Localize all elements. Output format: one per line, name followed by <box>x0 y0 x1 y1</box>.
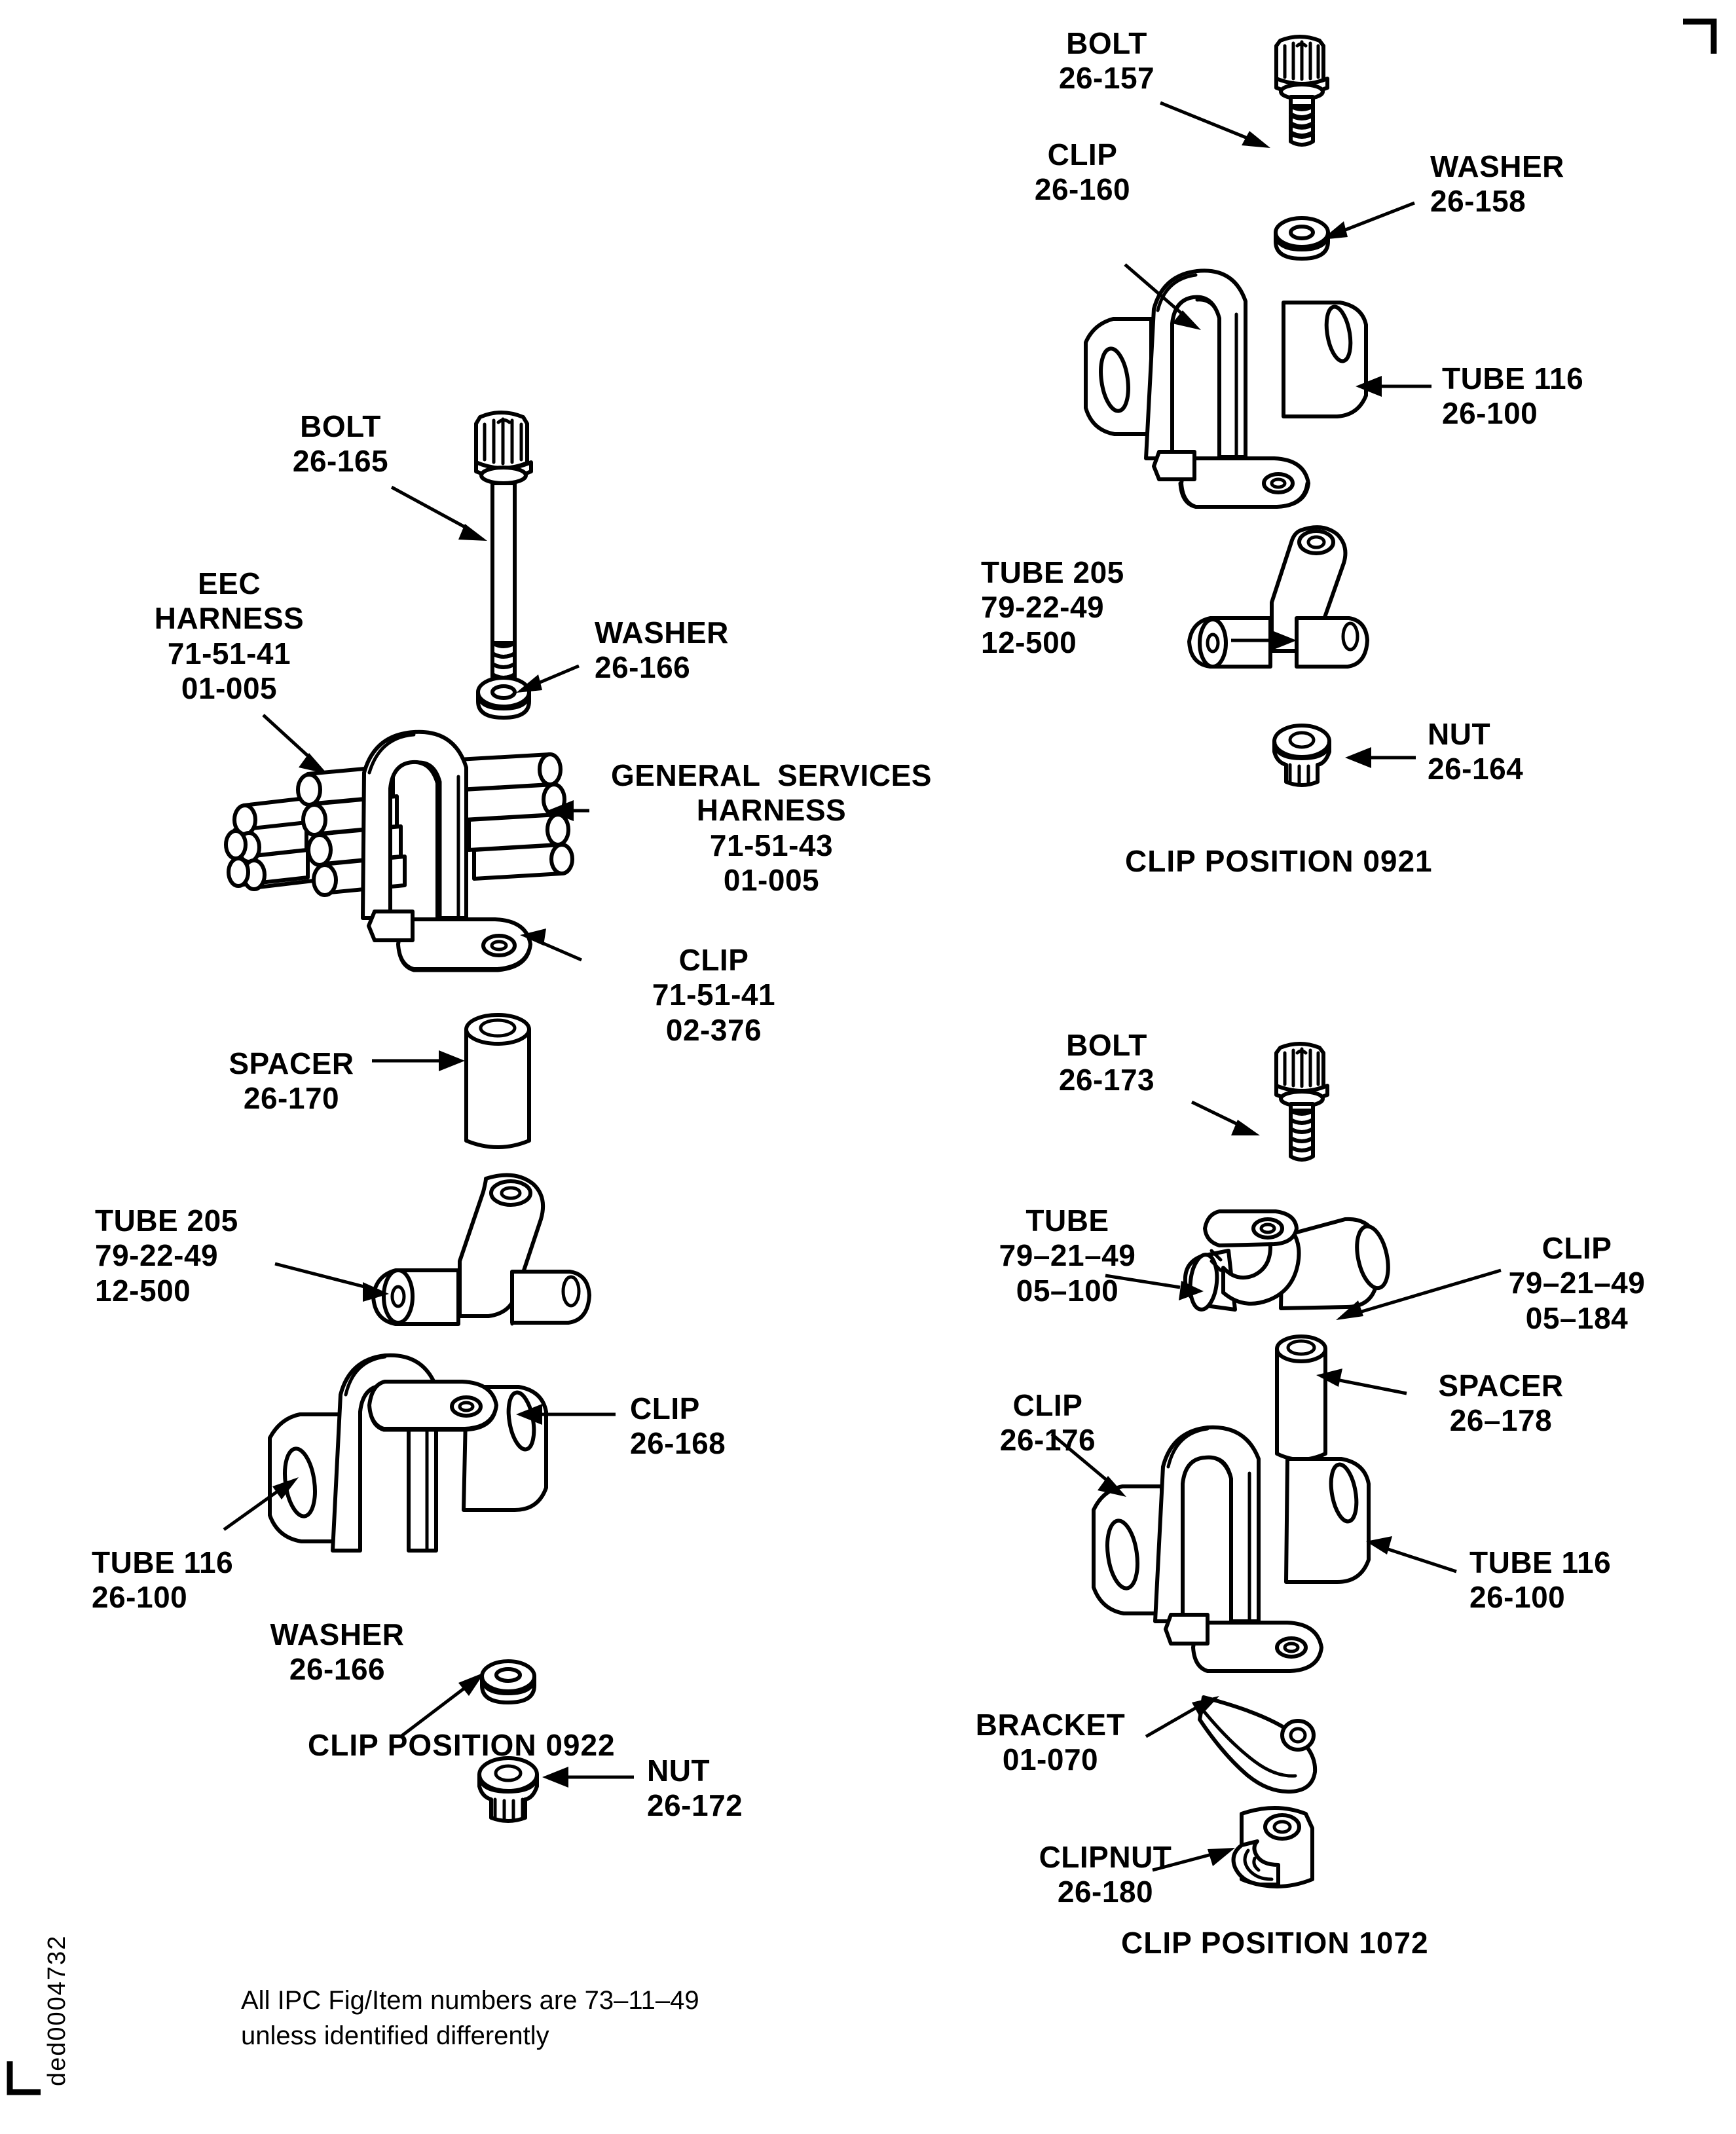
tube-205-79-22-49-12-500-graphic <box>1187 525 1369 669</box>
label-bolt-26-173: BOLT 26-173 <box>1058 1028 1155 1097</box>
label-tube-116-26-100-0921: TUBE 116 26-100 <box>1442 361 1584 431</box>
label-clip-26-160: CLIP 26-160 <box>1034 138 1131 207</box>
general-services-harness-wires <box>456 752 574 881</box>
footer-note-line-2: unless identified differently <box>241 2021 549 2050</box>
label-washer-26-158: WASHER 26-158 <box>1430 149 1564 219</box>
assembly-1072-graphic <box>1050 1042 1502 1888</box>
tube-205-0922-graphic <box>371 1173 591 1326</box>
drawing-id: ded0004732 <box>43 1934 71 2086</box>
washer-26-166-lower-icon <box>480 1659 536 1704</box>
leader-lines-1072 <box>1050 1100 1502 1872</box>
clip-26-176-tube-116-graphic <box>1092 1425 1371 1673</box>
washer-26-158-icon <box>1274 216 1330 261</box>
label-tube-79-21-49-05-100: TUBE 79–21–49 05–100 <box>999 1204 1136 1308</box>
label-nut-26-172: NUT 26-172 <box>647 1754 743 1823</box>
label-clip-79-21-49-05-184: CLIP 79–21–49 05–184 <box>1508 1231 1646 1335</box>
footer-note: All IPC Fig/Item numbers are 73–11–49 un… <box>241 1983 699 2053</box>
leader-lines-0921 <box>1124 101 1431 768</box>
washer-26-166-upper-icon <box>476 676 531 720</box>
footer-note-line-1: All IPC Fig/Item numbers are 73–11–49 <box>241 1986 699 2015</box>
harness-bundle-clip-graphic <box>224 729 574 972</box>
assembly-0922-graphic <box>223 411 634 1823</box>
label-clip-26-176: CLIP 26-176 <box>999 1388 1096 1458</box>
bracket-01-070-graphic <box>1198 1695 1318 1794</box>
label-washer-26-166-lower: WASHER 26-166 <box>270 1617 405 1687</box>
label-tube-205-0921: TUBE 205 79-22-49 12-500 <box>981 555 1124 659</box>
caption-clip-position-0921: CLIP POSITION 0921 <box>1125 844 1433 878</box>
label-tube-205-0922: TUBE 205 79-22-49 12-500 <box>95 1204 238 1308</box>
label-spacer-26-170: SPACER 26-170 <box>229 1046 354 1116</box>
crop-mark-bottom-left <box>7 2061 41 2095</box>
eec-harness-wires <box>224 794 332 891</box>
bolt-26-165-icon <box>474 411 533 699</box>
crop-mark-top-right <box>1683 18 1717 54</box>
nut-26-172-icon <box>477 1756 539 1823</box>
bolt-26-173-icon <box>1274 1042 1329 1162</box>
caption-clip-position-1072: CLIP POSITION 1072 <box>1121 1926 1429 1960</box>
clip-26-160-tube-116-graphic <box>1084 268 1368 509</box>
label-clip-71-51-41-02-376: CLIP 71-51-41 02-376 <box>652 943 776 1047</box>
label-tube-116-26-100-1072: TUBE 116 26-100 <box>1469 1545 1612 1615</box>
clip-26-168-tube-116-graphic <box>268 1353 548 1553</box>
spacer-26-178-icon <box>1275 1334 1327 1462</box>
nut-26-164-icon <box>1272 724 1331 787</box>
label-clipnut-26-180: CLIPNUT 26-180 <box>1039 1840 1172 1909</box>
label-eec-harness: EEC HARNESS 71-51-41 01-005 <box>154 566 305 706</box>
label-washer-26-166-upper: WASHER 26-166 <box>595 616 729 685</box>
label-bolt-26-157: BOLT 26-157 <box>1058 26 1155 96</box>
caption-clip-position-0922: CLIP POSITION 0922 <box>308 1728 616 1762</box>
label-bolt-26-165: BOLT 26-165 <box>292 409 389 479</box>
leader-lines-0922 <box>223 485 634 1788</box>
spacer-26-170-icon <box>464 1013 531 1149</box>
label-tube-116-26-100-0922: TUBE 116 26-100 <box>92 1545 234 1615</box>
assembly-0921-graphic <box>1084 35 1431 787</box>
label-clip-26-168: CLIP 26-168 <box>630 1391 726 1461</box>
label-general-services-harness: GENERAL SERVICES HARNESS 71-51-43 01-005 <box>611 758 932 898</box>
label-nut-26-164: NUT 26-164 <box>1428 717 1524 786</box>
label-spacer-26-178: SPACER 26–178 <box>1438 1369 1564 1438</box>
tube-79-21-49-clip-05-184-graphic <box>1183 1209 1390 1312</box>
label-bracket-01-070: BRACKET 01-070 <box>975 1708 1126 1777</box>
clipnut-26-180-graphic <box>1231 1806 1314 1888</box>
bolt-26-157-icon <box>1274 35 1329 147</box>
